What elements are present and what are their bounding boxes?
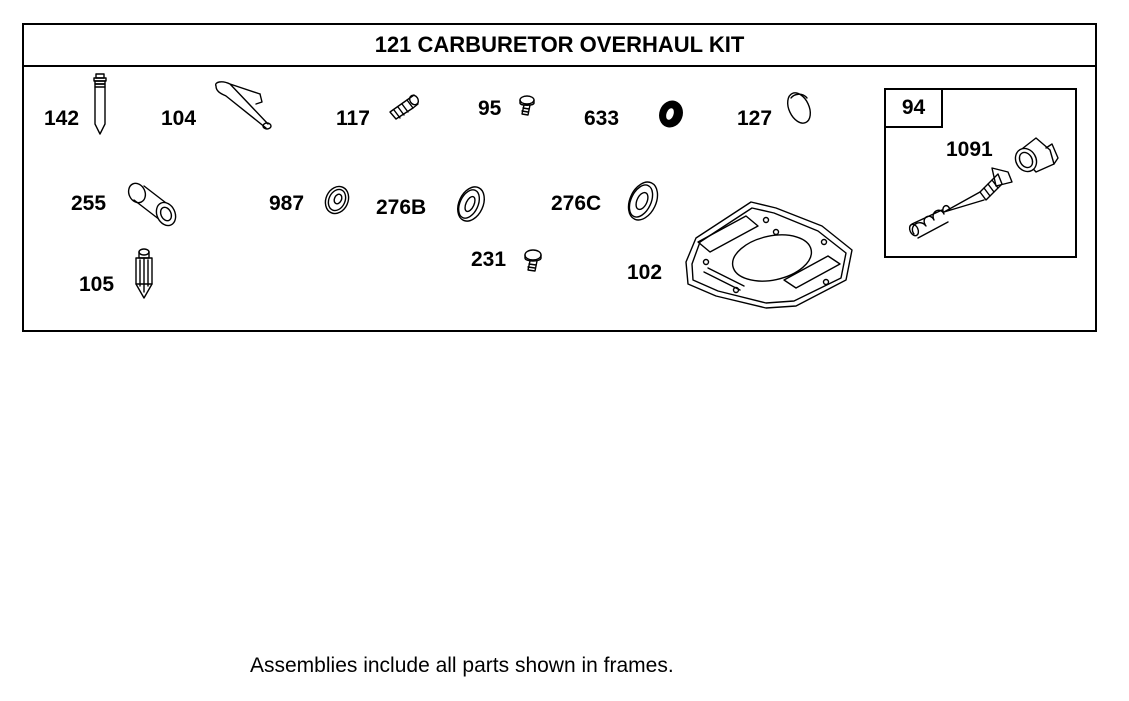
- part-127-plug-icon: [786, 92, 812, 124]
- part-633-seal-icon: [659, 100, 683, 128]
- part-104-rod-icon: [215, 81, 272, 130]
- part-label-105: 105: [79, 273, 115, 296]
- part-label-255: 255: [71, 192, 107, 215]
- part-142-pin-icon: [93, 73, 107, 135]
- part-label-95: 95: [478, 97, 502, 120]
- part-102-gasket-icon: [685, 201, 853, 309]
- part-117-jet-icon: [389, 94, 420, 120]
- part-255-bushing-icon: [127, 182, 177, 227]
- assembly-94-label: 94: [886, 90, 943, 128]
- part-276b-washer-icon: [457, 186, 485, 222]
- part-label-633: 633: [584, 107, 620, 130]
- part-276c-washer-icon: [627, 181, 659, 221]
- part-label-142: 142: [44, 107, 80, 130]
- part-label-231: 231: [471, 248, 507, 271]
- part-label-1091: 1091: [946, 138, 993, 161]
- part-label-117: 117: [336, 107, 370, 130]
- footnote: Assemblies include all parts shown in fr…: [250, 654, 674, 677]
- part-label-102: 102: [627, 261, 663, 284]
- kit-frame: 121 CARBURETOR OVERHAUL KIT: [22, 23, 1097, 332]
- part-105-needle-icon: [135, 248, 153, 299]
- part-label-276c: 276C: [551, 192, 602, 215]
- part-label-104: 104: [161, 107, 197, 130]
- part-95-screw-icon: [519, 95, 535, 116]
- part-label-276b: 276B: [376, 196, 427, 219]
- part-1091-mixture-screw-icon: [908, 137, 1059, 239]
- part-label-127: 127: [737, 107, 773, 130]
- part-label-987: 987: [269, 192, 305, 215]
- kit-title: 121 CARBURETOR OVERHAUL KIT: [24, 25, 1095, 67]
- part-231-screw-icon: [524, 249, 542, 272]
- assembly-94-frame: 94: [884, 88, 1077, 258]
- part-987-washer-icon: [324, 185, 350, 215]
